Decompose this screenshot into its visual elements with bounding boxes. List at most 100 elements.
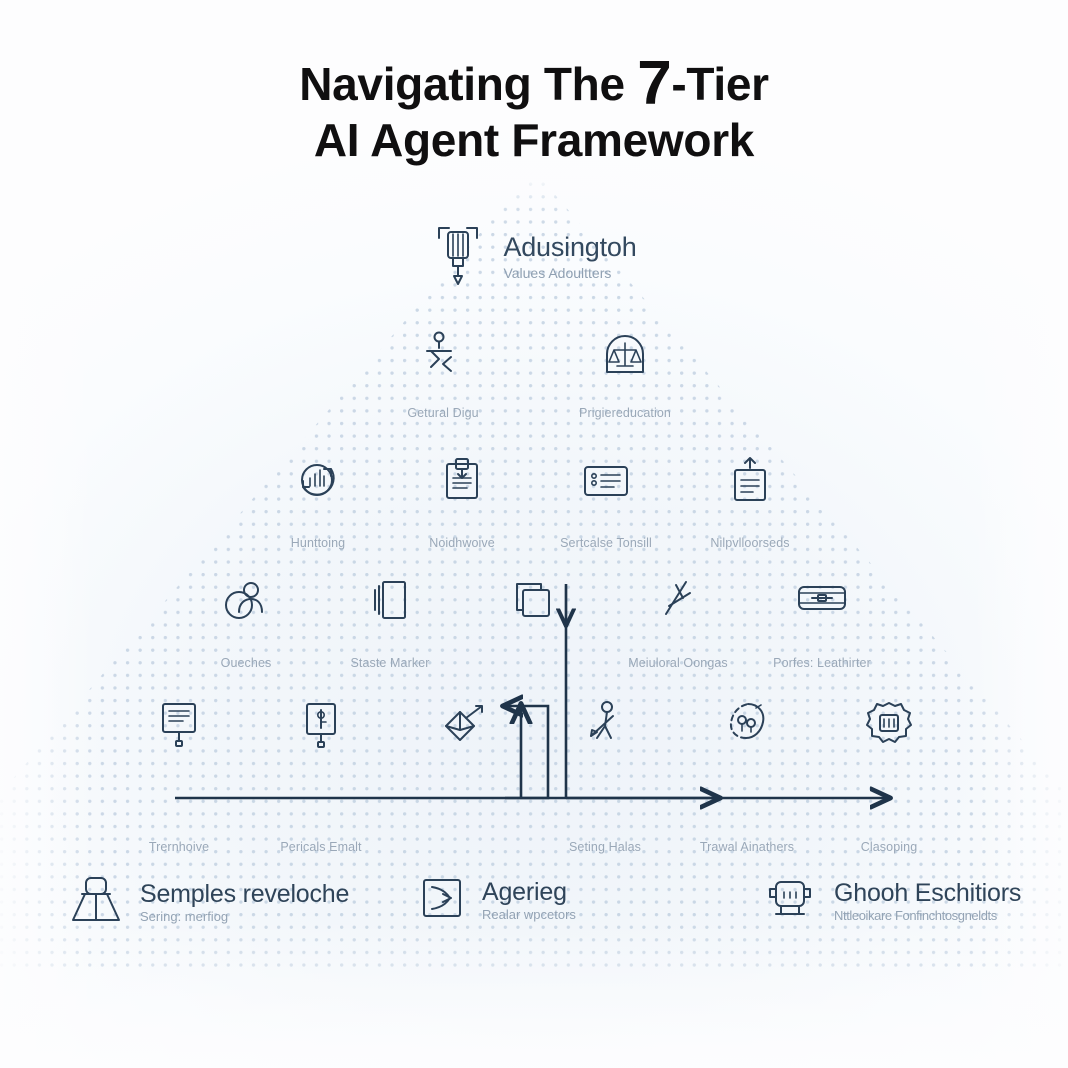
tier-5-label-slot-6: Clasoping bbox=[841, 840, 937, 854]
arrow-in-square-icon bbox=[418, 874, 466, 927]
tier-2-label-1: Getural Digu bbox=[407, 406, 479, 420]
user-profile-circle-icon bbox=[220, 576, 272, 633]
tier-5-label-slot-3 bbox=[415, 840, 511, 854]
tier-4-label-4: Meiuloral Oongas bbox=[628, 656, 728, 670]
tier-3-label-1: Hunttoing bbox=[290, 536, 346, 550]
tier-3-label-slot-3: Sertcalse Tonsill bbox=[558, 536, 654, 550]
tier-5-label-2: Pericals Emalt bbox=[280, 840, 362, 854]
page-stack-icon bbox=[366, 576, 414, 633]
tier-5-label-row: Trernhoive Pericals Emalt Seting Halas T… bbox=[0, 840, 1068, 854]
tier-4-label-slot-3 bbox=[486, 656, 582, 670]
growth-chart-circle-icon bbox=[293, 456, 343, 511]
presentation-board-icon bbox=[155, 698, 203, 755]
copy-layers-icon bbox=[509, 576, 559, 633]
signpost-board-icon bbox=[297, 698, 345, 755]
bottom-title-3: Ghooh Eschitiors bbox=[834, 878, 1022, 907]
tier-2-label-slot-2: Prigiereducation bbox=[577, 406, 673, 420]
bottom-title-2: Agerieg bbox=[482, 877, 567, 906]
bottom-item-2[interactable]: Agerieg Realar wpcetors bbox=[418, 874, 576, 927]
tier-3-label-slot-4: Nilpvlloorseds bbox=[702, 536, 798, 550]
bottom-subtitle-3: Nttleoikare Fonfinchtosgneldts bbox=[834, 907, 997, 923]
tier-4-label-2: Staste Marker bbox=[350, 656, 430, 670]
person-writing-icon bbox=[579, 698, 631, 755]
brain-network-icon bbox=[720, 698, 774, 755]
tier-2-label-slot-1: Getural Digu bbox=[395, 406, 491, 420]
gear-chip-icon bbox=[862, 698, 916, 755]
bottom-text-block-1: Semples reveloche Sering: merfiog bbox=[140, 880, 349, 926]
tier-5-node-3[interactable] bbox=[415, 698, 511, 755]
tier-4-label-1: Oueches bbox=[220, 656, 272, 670]
tier-5-label-slot-4: Seting Halas bbox=[557, 840, 653, 854]
id-card-list-icon bbox=[580, 456, 632, 511]
tier-2-label-2: Prigiereducation bbox=[579, 406, 671, 420]
title-tier-number: 7 bbox=[637, 49, 672, 118]
tier-3-node-4[interactable] bbox=[702, 456, 798, 513]
tier-4-node-3[interactable] bbox=[486, 576, 582, 633]
tier-5-label-slot-5: Trawal Ainathers bbox=[699, 840, 795, 854]
bottom-subtitle-2: Realar wpcetors bbox=[482, 906, 576, 922]
title-suffix: -Tier bbox=[671, 58, 769, 110]
apex-text-block: Adusingtoh Values Adoultters bbox=[503, 232, 636, 283]
tier-3-label-2: Noidhwoive bbox=[429, 536, 495, 550]
balance-scale-arch-icon bbox=[599, 328, 651, 385]
tier-4-label-slot-2: Staste Marker bbox=[342, 656, 438, 670]
tier-3-node-3[interactable] bbox=[558, 456, 654, 511]
tier-5-node-1[interactable] bbox=[131, 698, 227, 755]
robot-head-icon bbox=[762, 874, 818, 929]
capsule-box-icon bbox=[794, 576, 850, 627]
page-title: Navigating The 7-Tier AI Agent Framework bbox=[0, 53, 1068, 168]
tier-4-label-5: Porfes: Leathirter bbox=[773, 656, 871, 670]
tier-2-row bbox=[0, 328, 1068, 385]
apex-subtitle: Values Adoultters bbox=[503, 265, 612, 281]
tier-3-label-3: Sertcalse Tonsill bbox=[560, 536, 652, 550]
tier-3-row bbox=[0, 456, 1068, 513]
tier-3-label-slot-1: Hunttoing bbox=[270, 536, 366, 550]
tier-2-node-1[interactable] bbox=[395, 328, 491, 385]
tier-4-node-1[interactable] bbox=[198, 576, 294, 633]
bottom-text-block-3: Ghooh Eschitiors Nttleoikare Fonfinchtos… bbox=[834, 879, 1021, 925]
tier-4-node-2[interactable] bbox=[342, 576, 438, 633]
tier-5-label-1: Trernhoive bbox=[148, 840, 210, 854]
tier-5-label-6: Clasoping bbox=[860, 840, 918, 854]
tier-4-row bbox=[0, 576, 1068, 633]
funnel-lamp-icon bbox=[68, 874, 124, 931]
bottom-title-1: Semples reveloche bbox=[140, 879, 350, 908]
title-prefix: Navigating The bbox=[299, 58, 638, 110]
tier-5-node-2[interactable] bbox=[273, 698, 369, 755]
bottom-item-3[interactable]: Ghooh Eschitiors Nttleoikare Fonfinchtos… bbox=[762, 874, 1021, 929]
lightning-slash-icon bbox=[652, 576, 704, 633]
apex-title: Adusingtoh bbox=[503, 232, 637, 262]
tier-4-label-row: Oueches Staste Marker Meiuloral Oongas P… bbox=[0, 656, 1068, 670]
tier-5-node-5[interactable] bbox=[699, 698, 795, 755]
bottom-subtitle-1: Sering: merfiog bbox=[140, 908, 229, 924]
tier-3-label-row: Hunttoing Noidhwoive Sertcalse Tonsill N… bbox=[0, 536, 1068, 550]
tier-4-node-4[interactable] bbox=[630, 576, 726, 633]
bottom-item-1[interactable]: Semples reveloche Sering: merfiog bbox=[68, 874, 349, 931]
tier-2-node-2[interactable] bbox=[577, 328, 673, 385]
title-line-2: AI Agent Framework bbox=[313, 114, 755, 166]
bottom-text-block-2: Agerieg Realar wpcetors bbox=[482, 878, 576, 924]
tier-3-label-slot-2: Noidhwoive bbox=[414, 536, 510, 550]
tier-3-node-2[interactable] bbox=[414, 456, 510, 511]
tier-1-apex[interactable]: Adusingtoh Values Adoultters bbox=[0, 222, 1068, 293]
tier-4-label-slot-4: Meiuloral Oongas bbox=[628, 656, 728, 670]
drill-tool-icon bbox=[431, 222, 485, 293]
document-upload-icon bbox=[725, 456, 775, 513]
tier-4-label-slot-5: Porfes: Leathirter bbox=[773, 656, 871, 670]
tier-5-label-slot-2: Pericals Emalt bbox=[273, 840, 369, 854]
tier-5-row bbox=[0, 698, 1068, 755]
tier-5-node-6[interactable] bbox=[841, 698, 937, 755]
tier-5-label-5: Trawal Ainathers bbox=[699, 840, 795, 854]
tier-5-node-4[interactable] bbox=[557, 698, 653, 755]
cube-arrow-icon bbox=[436, 698, 490, 755]
tier-5-label-4: Seting Halas bbox=[568, 840, 642, 854]
tier-5-label-slot-1: Trernhoive bbox=[131, 840, 227, 854]
clipboard-download-icon bbox=[437, 456, 487, 511]
tier-3-label-4: Nilpvlloorseds bbox=[710, 536, 790, 550]
tier-4-label-slot-1: Oueches bbox=[198, 656, 294, 670]
title-line-1: Navigating The 7-Tier bbox=[0, 53, 1068, 115]
tier-3-node-1[interactable] bbox=[270, 456, 366, 511]
branching-path-icon bbox=[417, 328, 469, 385]
tier-4-node-5[interactable] bbox=[774, 576, 870, 627]
